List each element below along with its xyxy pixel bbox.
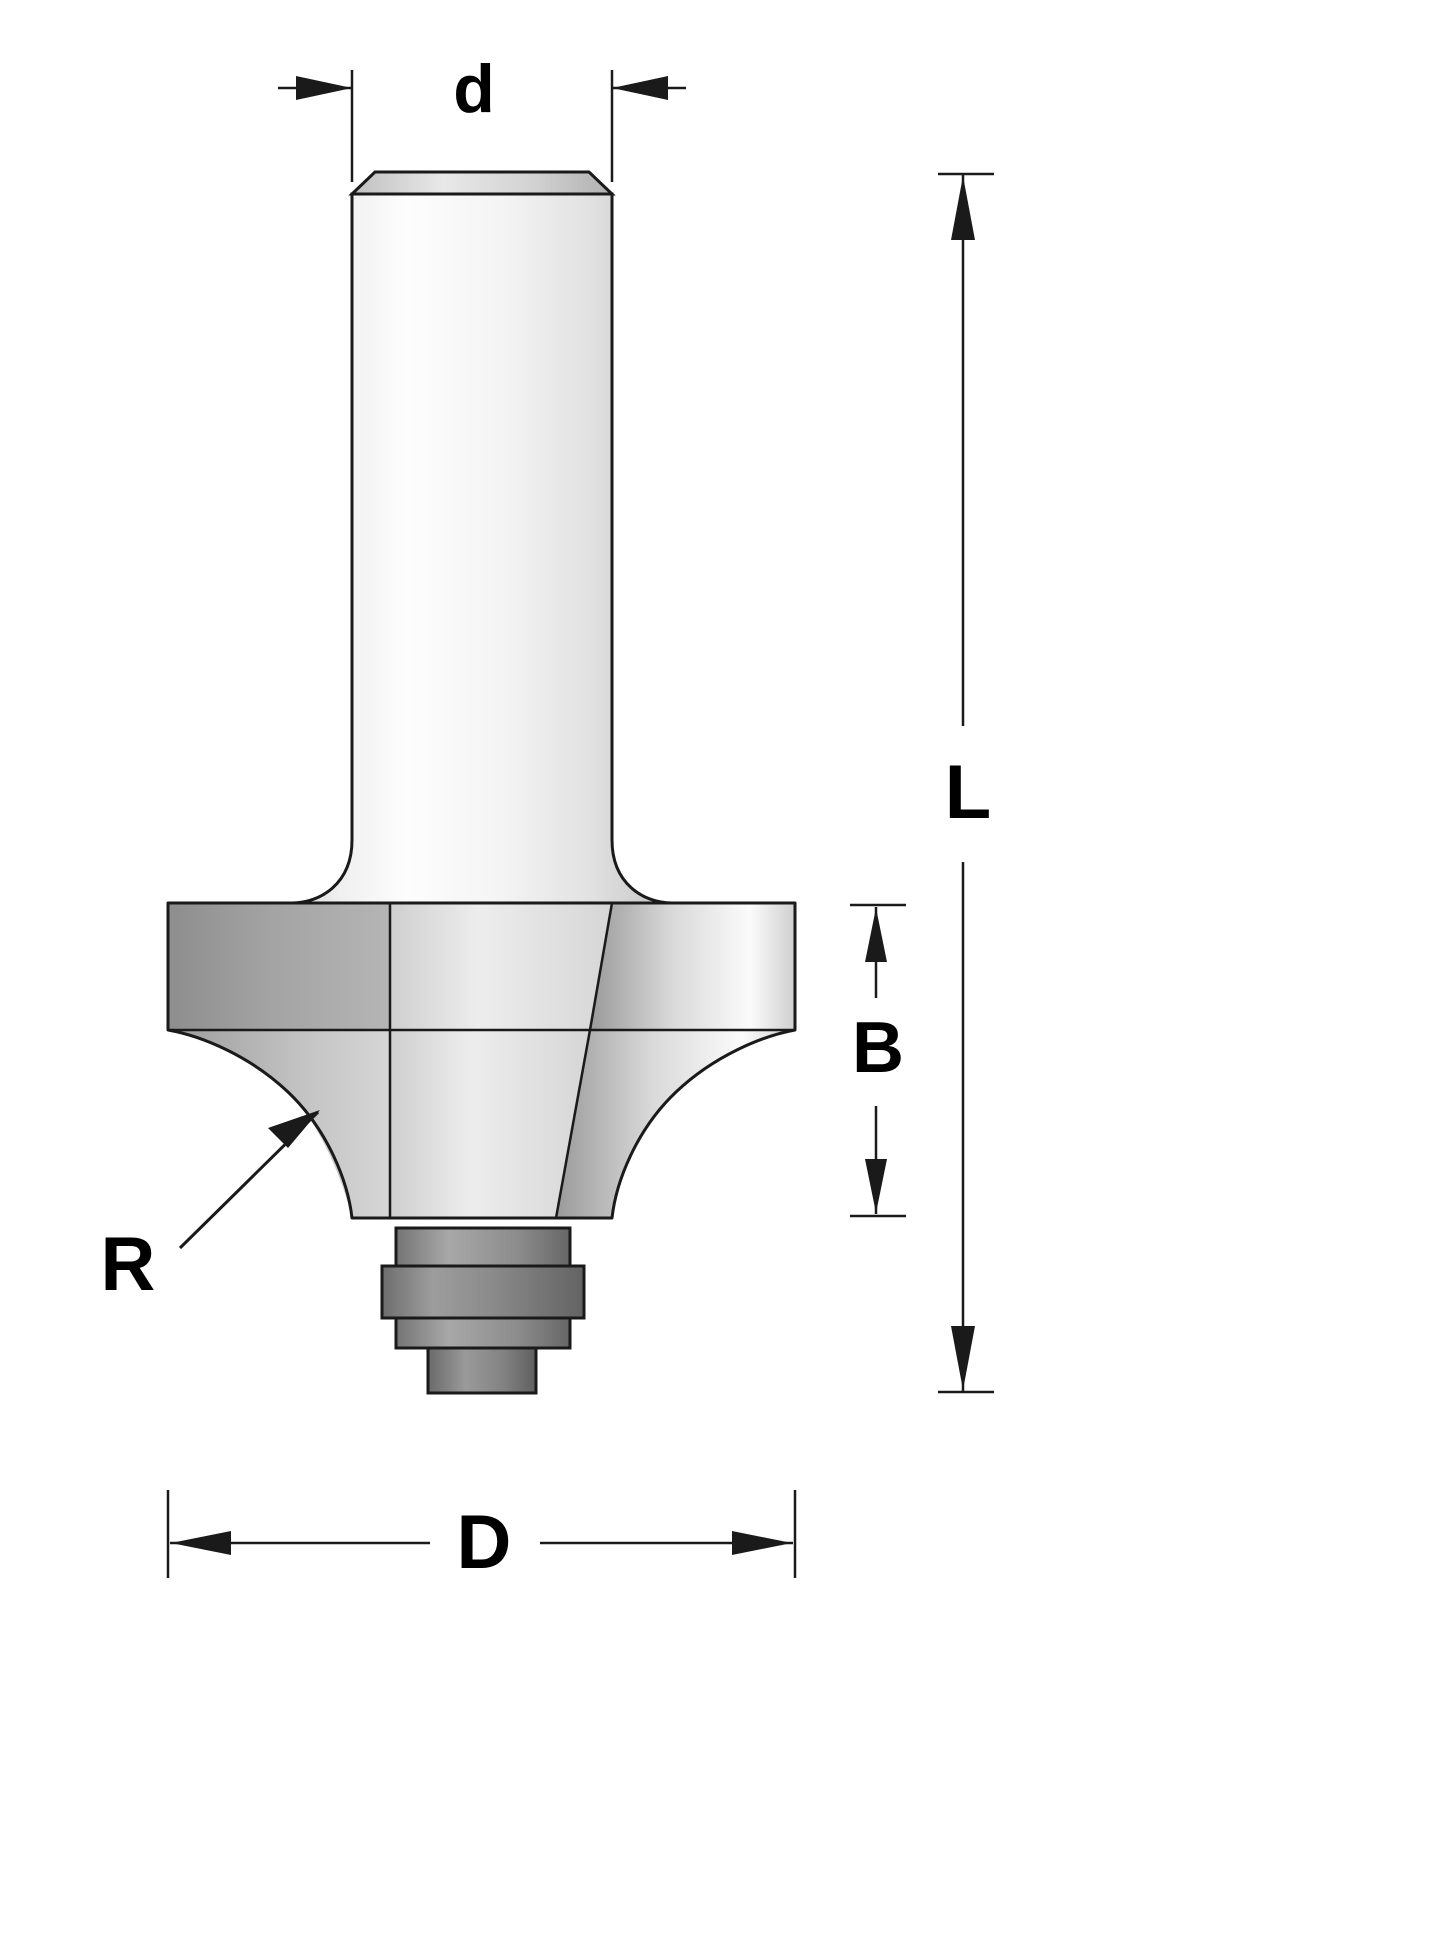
label-d: d: [453, 51, 495, 127]
label-D: D: [457, 1500, 512, 1585]
dimension-R: R: [101, 1110, 320, 1307]
arrowhead-D-left: [171, 1531, 231, 1555]
cutter-outline: [166, 901, 797, 1220]
cutter-edge-line-right-lower: [554, 1029, 592, 1219]
bearing-outer-race: [380, 1264, 586, 1320]
cutter-lower-right-face: [556, 1030, 795, 1218]
bearing-washer-bottom: [394, 1316, 572, 1350]
cutter-lower-left-face: [168, 1030, 390, 1218]
arrowhead-D-right: [732, 1531, 792, 1555]
cutter-upper-right-face: [590, 903, 795, 1030]
cutter-edge-line-right-upper: [588, 902, 614, 1031]
arrowhead-B-top: [865, 908, 887, 962]
bearing-retaining-stud: [426, 1346, 538, 1395]
dimension-d: d: [278, 51, 686, 182]
arrowhead-L-top: [951, 176, 975, 240]
dimension-B: B: [850, 903, 906, 1218]
arrowhead-d-left: [296, 76, 352, 100]
router-bit-body: [166, 170, 797, 1395]
dimension-L: L: [938, 172, 994, 1394]
bearing-washer-top: [394, 1226, 572, 1268]
cutter-lower-mid-face: [390, 1030, 590, 1218]
arrowhead-R: [268, 1110, 320, 1148]
arrowhead-B-bottom: [865, 1159, 887, 1213]
shank-barrel: [291, 192, 673, 905]
dimension-D: D: [166, 1490, 797, 1585]
shank-top-face: [348, 170, 616, 196]
label-L: L: [945, 750, 991, 835]
cutter-upper-left-face: [168, 903, 390, 1030]
label-B: B: [852, 1008, 904, 1088]
cutter-upper-mid-face: [390, 903, 612, 1030]
arrowhead-L-bottom: [951, 1326, 975, 1390]
label-R: R: [101, 1222, 156, 1307]
arrowhead-d-right: [612, 76, 668, 100]
